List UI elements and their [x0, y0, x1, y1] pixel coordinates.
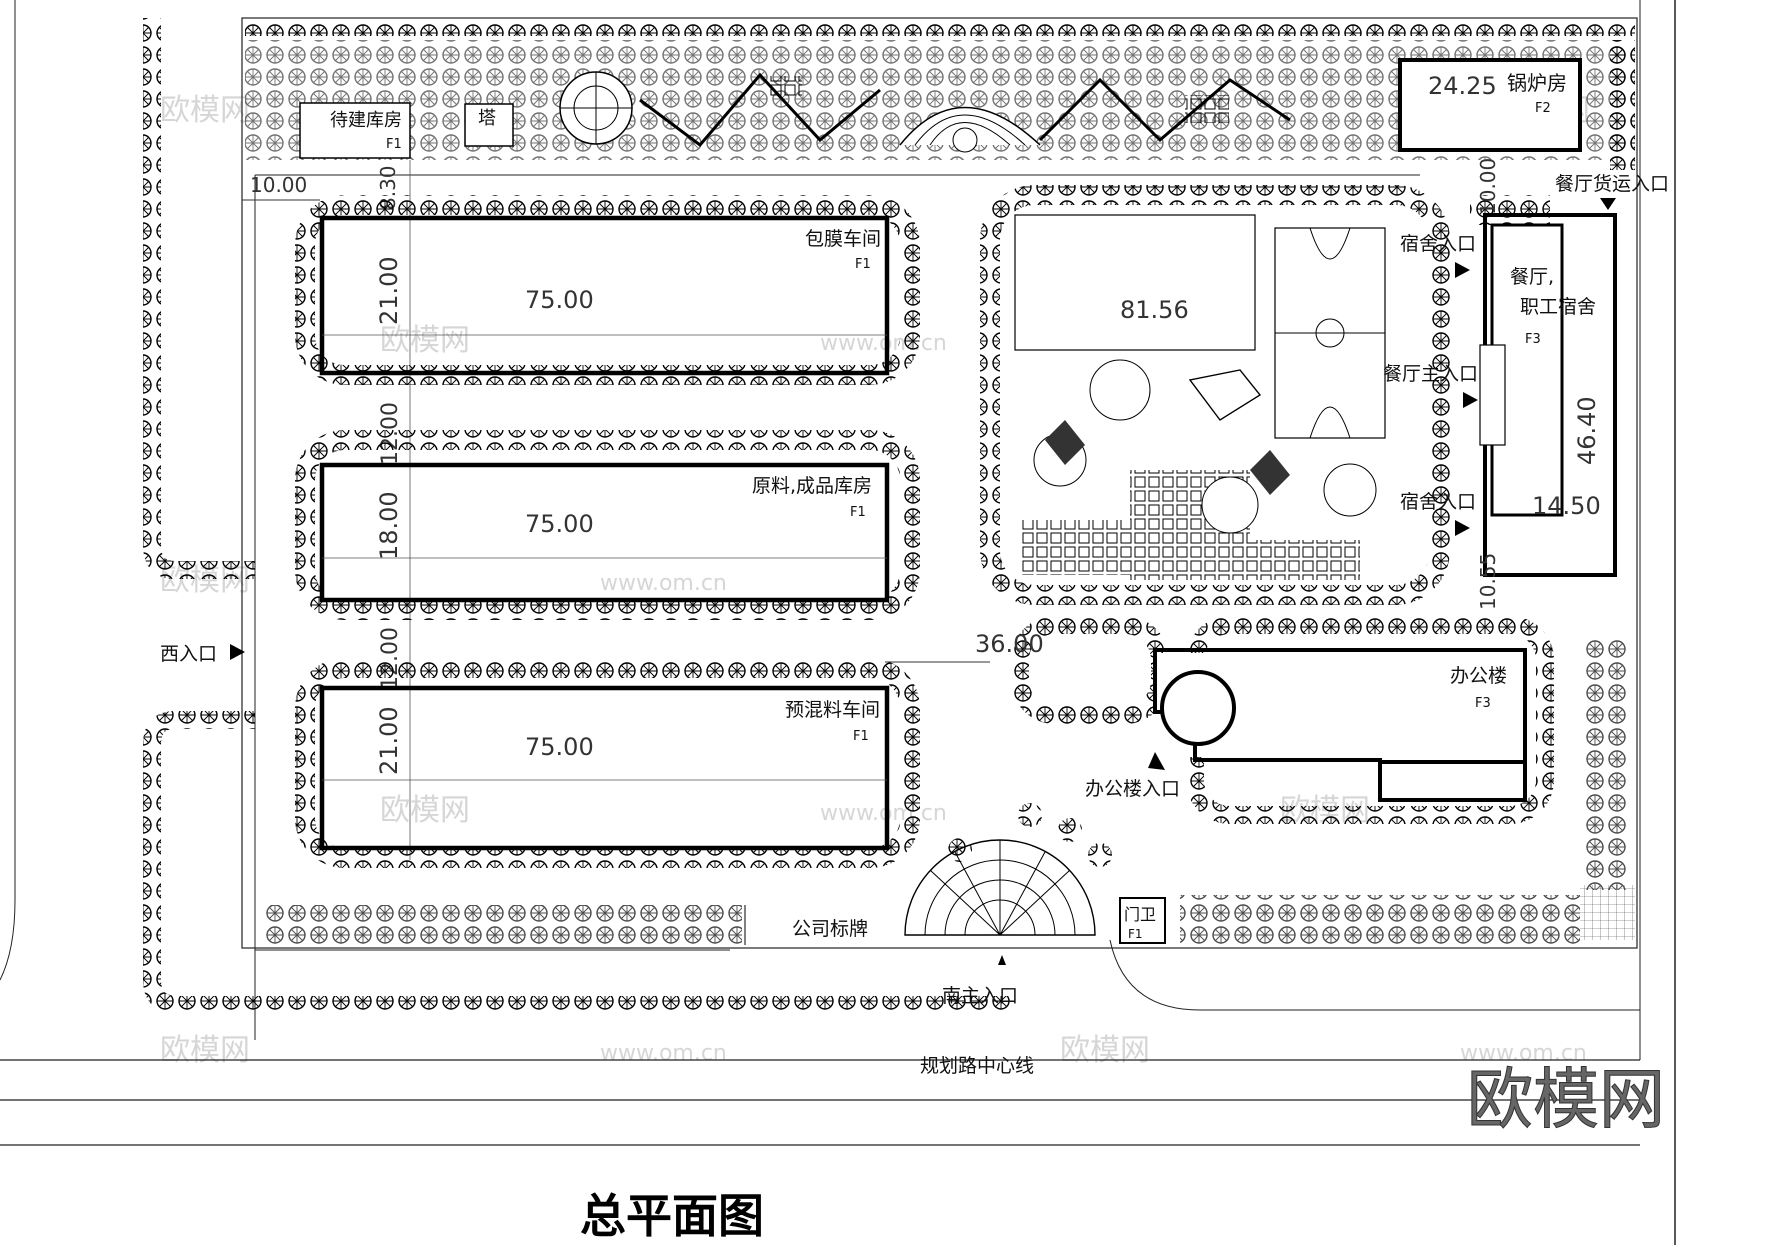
warehouse-floors: F1 — [850, 505, 866, 520]
south-green — [262, 895, 1580, 945]
future-warehouse-name: 待建库房 — [330, 110, 402, 131]
canteen-dorm: 餐厅, 职工宿舍 F3 46.40 14.50 10.00 10.55 — [1470, 158, 1617, 610]
tower: 塔 — [464, 103, 514, 147]
guard-name: 门卫 — [1124, 905, 1156, 924]
watermark-url: www.om.cn — [1460, 1041, 1587, 1066]
watermark-small: 欧模网 — [1060, 1033, 1150, 1068]
boiler-house: 24.25 锅炉房 F2 — [1398, 58, 1582, 152]
tower-name: 塔 — [478, 108, 496, 129]
premix-workshop-name: 预混料车间 — [785, 699, 880, 721]
watermark-url: www.om.cn — [600, 571, 727, 596]
canteen-name-1: 餐厅, — [1510, 266, 1554, 288]
watermark-url: www.om.cn — [600, 1041, 727, 1066]
dim-west-setback-text: 10.00 — [250, 173, 307, 197]
canteen-width: 14.50 — [1532, 492, 1601, 520]
future-warehouse: 待建库房 F1 — [299, 102, 411, 159]
site-boundary — [0, 0, 1676, 1245]
office-building: 办公楼 F3 36.00 办公楼入口 — [885, 616, 1554, 824]
office-floors: F3 — [1475, 696, 1491, 711]
boiler-dim: 24.25 — [1428, 72, 1497, 100]
warehouse-width: 18.00 — [375, 491, 403, 560]
boiler-floors: F2 — [1535, 101, 1551, 116]
dorm-entrance-2: 宿舍入口 — [1400, 491, 1476, 513]
canteen-name-2: 职工宿舍 — [1520, 296, 1596, 318]
canteen-cargo-entrance: 餐厅货运入口 — [1555, 173, 1669, 195]
film-workshop-floors: F1 — [855, 257, 871, 272]
guard-house: 门卫 F1 — [1119, 897, 1166, 944]
road-centerline-label: 规划路中心线 — [920, 1055, 1034, 1077]
dorm-entrance-1: 宿舍入口 — [1400, 233, 1476, 255]
west-entrance: 西入口 — [160, 643, 245, 665]
future-warehouse-floors: F1 — [386, 137, 402, 152]
film-workshop: 75.00 21.00 包膜车间 F1 — [295, 195, 920, 385]
warehouse-length: 75.00 — [525, 510, 594, 538]
premix-workshop: 75.00 21.00 预混料车间 F1 — [295, 658, 920, 868]
south-plaza: 公司标牌 南主入口 — [792, 803, 1112, 1007]
canteen-main-entrance: 餐厅主入口 — [1383, 363, 1478, 385]
warehouse: 75.00 18.00 原料,成品库房 F1 — [295, 430, 920, 620]
dim-east-gap-top: 10.00 — [1476, 158, 1500, 215]
premix-workshop-floors: F1 — [853, 729, 869, 744]
east-landscape — [1580, 640, 1635, 940]
court-width: 81.56 — [1120, 296, 1189, 324]
canteen-floors: F3 — [1525, 332, 1541, 347]
premix-workshop-length: 75.00 — [525, 733, 594, 761]
office-offset: 36.00 — [975, 630, 1044, 658]
watermark-small: 欧模网 — [380, 323, 470, 358]
watermark-small: 欧模网 — [160, 93, 250, 128]
boiler-name: 锅炉房 — [1507, 71, 1567, 95]
guard-floors: F1 — [1128, 927, 1143, 941]
company-sign-label: 公司标牌 — [792, 918, 868, 940]
watermark-large: 欧模网 — [1467, 1061, 1665, 1138]
page-title: 总平面图 — [580, 1189, 764, 1243]
central-garden: 81.56 — [980, 185, 1450, 605]
canteen-entrances: 餐厅货运入口 宿舍入口 餐厅主入口 宿舍入口 — [1383, 173, 1669, 536]
watermark-small: 欧模网 — [160, 1033, 250, 1068]
canteen-length: 46.40 — [1573, 396, 1601, 465]
warehouse-name: 原料,成品库房 — [752, 475, 872, 497]
film-workshop-length: 75.00 — [525, 286, 594, 314]
watermark-small: 欧模网 — [380, 793, 470, 828]
film-workshop-width: 21.00 — [375, 256, 403, 325]
west-road-trees — [143, 18, 1010, 1014]
office-entrance-label: 办公楼入口 — [1085, 778, 1180, 800]
film-workshop-name: 包膜车间 — [805, 228, 881, 250]
office-name: 办公楼 — [1450, 665, 1507, 687]
watermark-url: www.om.cn — [820, 801, 947, 826]
dim-east-gap-bottom: 10.55 — [1476, 553, 1500, 610]
south-main-entrance: 南主入口 — [942, 985, 1018, 1007]
west-entrance-label: 西入口 — [160, 643, 217, 665]
premix-workshop-width: 21.00 — [375, 706, 403, 775]
